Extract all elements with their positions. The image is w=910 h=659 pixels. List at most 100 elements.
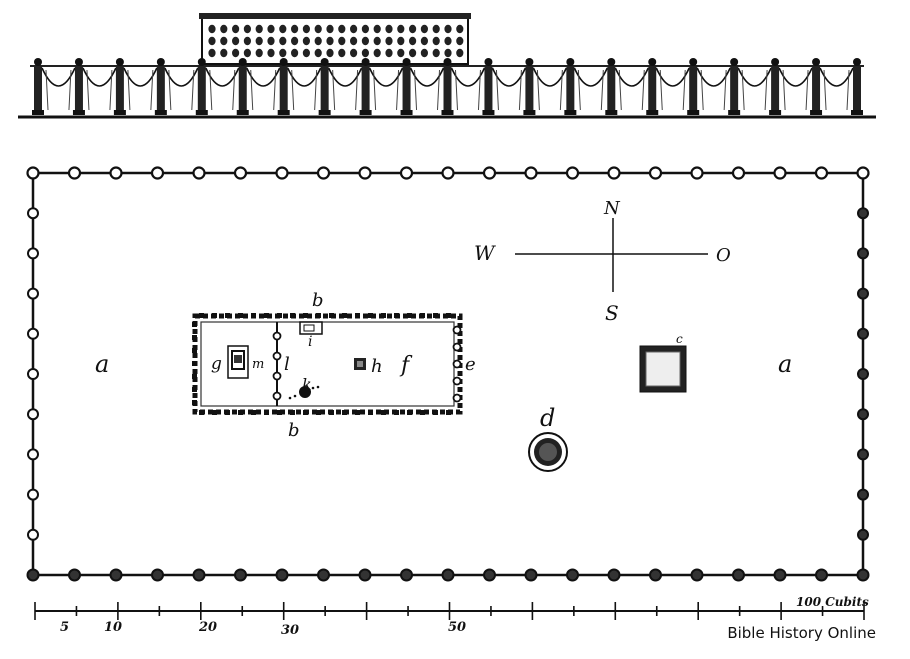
tabernacle-board [238, 410, 243, 415]
tabernacle-board [290, 313, 295, 318]
court-pillar [524, 568, 538, 582]
tent-pattern-mark [444, 48, 452, 58]
label-d: d [540, 404, 555, 432]
elevation-drape [246, 67, 281, 87]
scale-tick-5: 5 [60, 620, 69, 635]
elevation-drape-fold [782, 69, 809, 111]
elevation-post [730, 66, 739, 114]
tent-pattern-mark [432, 24, 440, 34]
tent-pattern-mark [397, 48, 405, 58]
court-pillar [27, 448, 39, 461]
elevation-post-base [359, 110, 372, 115]
label-g: g [211, 354, 222, 374]
compass-south-label: S [605, 301, 619, 325]
tabernacle-board [238, 313, 243, 318]
elevation-post-base [277, 110, 290, 115]
tabernacle-board [199, 410, 204, 415]
court-pillar [565, 166, 580, 180]
court-pillar [27, 368, 39, 380]
court-pillar [275, 568, 289, 582]
laver: d [528, 404, 568, 472]
court-pillar [856, 568, 870, 582]
tent-pattern-mark [338, 24, 346, 34]
elevation-post [689, 66, 698, 114]
tabernacle-board [303, 410, 308, 415]
elevation-post-base [195, 110, 208, 115]
elevation-post [607, 66, 616, 114]
veil-pillars [272, 331, 282, 401]
elevation-post-knob [689, 58, 698, 66]
tabernacle-board [277, 313, 282, 318]
court-pillar [857, 327, 869, 340]
elevation-post [402, 66, 411, 114]
court-pillar [856, 166, 870, 180]
court-pillar [192, 166, 206, 180]
entrance-pillar [452, 393, 462, 403]
court-pillar [857, 287, 869, 300]
elevation-drape-fold [700, 69, 727, 111]
elevation-post-knob [320, 58, 329, 66]
tent-pattern-mark [279, 48, 287, 58]
label-m: m [252, 357, 264, 372]
elevation-drape-fold [495, 69, 522, 111]
elevation-post [74, 66, 83, 114]
court-pillar [150, 166, 165, 180]
elevation-drape-fold [659, 69, 686, 111]
tabernacle-board [381, 410, 386, 415]
elevation-post-knob [115, 58, 124, 66]
tabernacle-board [192, 322, 197, 327]
tabernacle-board [420, 410, 425, 415]
elevation-post-base [72, 110, 85, 115]
court-pillar [857, 448, 869, 461]
label-k: k [302, 375, 312, 394]
tent-pattern-mark [255, 24, 263, 34]
tabernacle-board [381, 313, 386, 318]
elevation-post [156, 66, 165, 114]
elevation-post [115, 66, 124, 114]
tabernacle-board [342, 313, 347, 318]
tabernacle-board [446, 410, 451, 415]
tent-pattern-mark [279, 36, 287, 46]
elevation-post-knob [812, 58, 821, 66]
court-pillar [109, 166, 123, 180]
elevation-post [238, 66, 247, 114]
elevation-post-knob [443, 58, 452, 66]
court-pillar [27, 287, 39, 300]
elevation-post-knob [238, 58, 247, 66]
tent-pattern-mark [220, 48, 228, 58]
elevation-drape-fold [414, 69, 440, 111]
entrance-pillar [452, 342, 462, 352]
compass-east-label: O [716, 245, 731, 266]
tabernacle-board [192, 335, 197, 340]
court-pillar [857, 528, 869, 541]
veil-pillar [272, 351, 282, 361]
elevation-post [853, 66, 861, 114]
court-pillar [441, 166, 455, 180]
court-plan: W O N S a a [26, 166, 870, 582]
elevation-post [443, 66, 452, 114]
tent-pattern-mark [232, 24, 240, 34]
tent-pattern-mark [361, 24, 369, 34]
court-pillar [27, 207, 39, 220]
court-pillar [773, 166, 787, 180]
label-b-north: b [312, 290, 324, 311]
elevation-post-base [769, 110, 782, 115]
tabernacle-board [394, 410, 399, 415]
elevation-post-base [728, 110, 741, 115]
tent-pattern-mark [220, 24, 228, 34]
elevation-post-base [318, 110, 331, 115]
court-pillar [27, 528, 39, 541]
elevation-post-base [810, 110, 823, 115]
entrance-pillars [452, 325, 462, 403]
tabernacle-board [394, 313, 399, 318]
tabernacle-board [225, 313, 230, 318]
tabernacle-board [316, 313, 321, 318]
tabernacle-board [251, 313, 256, 318]
tabernacle-board [199, 313, 204, 318]
court-enclosure [31, 171, 865, 577]
label-h: h [371, 356, 383, 377]
tent-pattern-mark [291, 48, 299, 58]
tabernacle-board [446, 313, 451, 318]
tabernacle-board [420, 313, 425, 318]
elevation-drape-fold [45, 69, 72, 111]
